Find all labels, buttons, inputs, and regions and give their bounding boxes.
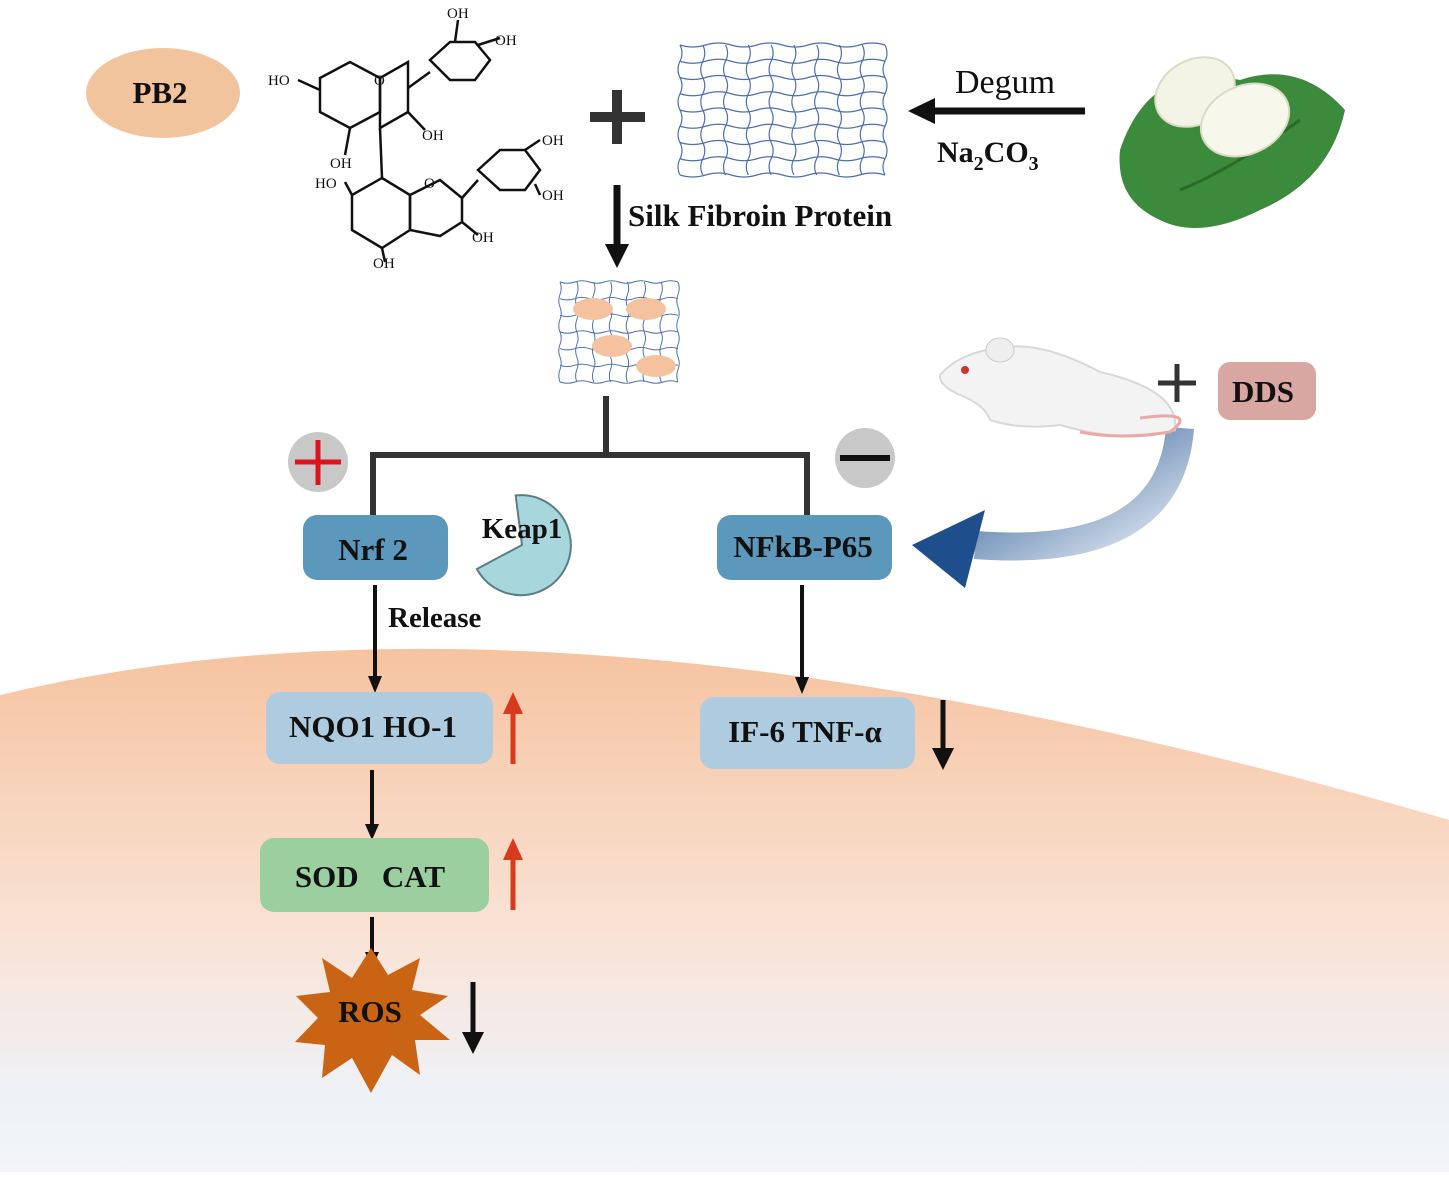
- nqo1-ho1-box: [266, 692, 493, 764]
- oh-c3: OH: [422, 128, 444, 144]
- plus-circle-mark: [295, 440, 341, 485]
- release-label: Release: [388, 602, 482, 634]
- dds-curve-arrowhead: [912, 510, 985, 588]
- pb2-badge: [86, 48, 240, 138]
- silk-cocoon-icon: [1119, 56, 1345, 229]
- ring-o1: O: [374, 73, 385, 89]
- mesh-line: [625, 281, 630, 383]
- dds-label: DDS: [1232, 374, 1294, 409]
- mesh-line: [679, 139, 886, 146]
- mesh-line: [679, 74, 886, 81]
- mesh-line: [679, 42, 886, 48]
- oh-c3b: OH: [472, 230, 494, 246]
- dds-plus-icon: [1158, 364, 1196, 402]
- arrow-down-icon-2: [462, 982, 484, 1054]
- arrow-down-icon: [932, 700, 954, 770]
- mesh-line: [679, 172, 886, 178]
- mesh-line: [679, 156, 886, 162]
- na2co3-label: Na2CO3: [937, 136, 1039, 175]
- oh-top2: OH: [495, 33, 517, 49]
- silk-mesh-icon: [677, 42, 888, 178]
- mesh-line: [559, 380, 679, 384]
- ho-left: HO: [268, 73, 290, 89]
- oh-bottom: OH: [373, 256, 395, 272]
- mesh-line: [679, 58, 886, 64]
- branch-lines: [370, 396, 810, 518]
- nrf2-label: Nrf 2: [338, 532, 408, 567]
- sod-cat-label: SOD CAT: [295, 859, 445, 894]
- mesh-line: [608, 281, 613, 383]
- degum-label: Degum: [955, 64, 1055, 101]
- oh-right2: OH: [542, 188, 564, 204]
- mesh-line: [559, 296, 679, 301]
- oh-top1: OH: [447, 6, 469, 22]
- oh-right1: OH: [542, 133, 564, 149]
- mesh-line: [700, 44, 706, 176]
- silk-fibroin-label: Silk Fibroin Protein: [628, 198, 892, 233]
- if6-tnf-box: [700, 697, 915, 769]
- mesh-line: [558, 281, 562, 383]
- arrow-up-icon-2: [503, 838, 523, 910]
- mesh-line: [559, 330, 679, 334]
- mesh-line: [676, 281, 680, 383]
- molecule-labels: OH OH HO O OH OH HO O OH OH OH OH: [268, 6, 564, 272]
- mesh-line: [679, 91, 886, 97]
- mesh-line: [559, 280, 679, 284]
- mesh-line: [859, 44, 865, 176]
- plus-icon: [590, 90, 645, 144]
- rat-icon: [938, 337, 1182, 438]
- ring-o2: O: [424, 176, 435, 192]
- mesh-line: [836, 44, 843, 176]
- nrf2-box: [303, 515, 448, 580]
- nfkb-arrowhead: [795, 677, 809, 694]
- dds-badge: [1218, 362, 1316, 420]
- nfkb-label: NFkB-P65: [733, 529, 873, 564]
- mesh-line: [882, 44, 888, 176]
- fibroin-arrowhead: [605, 244, 629, 268]
- fibroin-dots: [573, 298, 676, 377]
- mesh-line: [768, 44, 774, 176]
- keap1-shape: [475, 494, 572, 597]
- mesh-line: [679, 107, 886, 113]
- ho-lower-left: HO: [315, 176, 337, 192]
- ros-label: ROS: [338, 994, 402, 1029]
- mesh-line: [575, 281, 579, 383]
- degum-arrowhead: [908, 98, 935, 124]
- pb2-label: PB2: [132, 75, 187, 110]
- mesh-line: [791, 44, 797, 176]
- mesh-line: [814, 44, 820, 176]
- nqo1-ho1-label: NQO1 HO-1: [289, 709, 457, 744]
- keap1-label: Keap1: [482, 513, 563, 545]
- mesh-line: [591, 281, 596, 383]
- dds-curve-arrow: [973, 426, 1194, 561]
- sod-cat-box: [260, 838, 489, 912]
- mesh-line: [677, 44, 683, 176]
- arrow-up-icon: [503, 692, 523, 764]
- release-arrowhead: [368, 676, 382, 693]
- ros-burst: [295, 948, 450, 1093]
- pb2-molecule: [297, 19, 542, 263]
- oh-c5: OH: [330, 156, 352, 172]
- mesh-line: [679, 123, 886, 129]
- mesh-line: [722, 44, 729, 176]
- sod-arrowhead: [365, 824, 379, 840]
- mesh-line: [745, 44, 751, 176]
- nfkb-box: [717, 515, 892, 580]
- if6-tnf-label: IF-6 TNF-α: [728, 714, 882, 749]
